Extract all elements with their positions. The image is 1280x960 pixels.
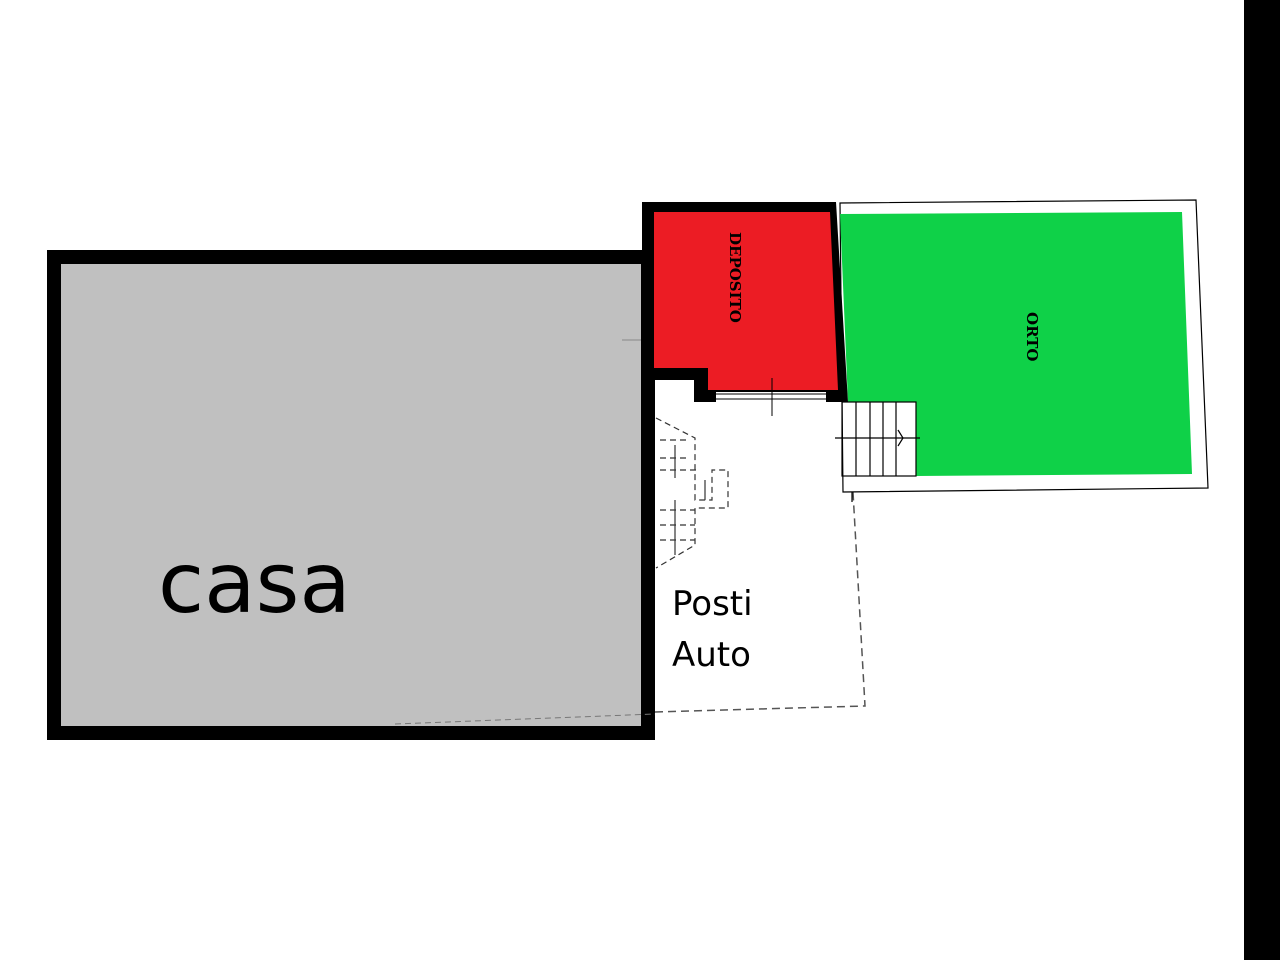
orto-label: ORTO xyxy=(1023,312,1041,362)
stair-marks xyxy=(660,439,706,555)
posti-label: Posti xyxy=(672,584,753,624)
casa-fill xyxy=(61,264,641,726)
casa-label: casa xyxy=(158,534,351,632)
casa-room: casa xyxy=(47,250,655,740)
auto-label: Auto xyxy=(672,635,751,675)
door xyxy=(716,378,826,416)
orto-fill xyxy=(840,212,1192,476)
orto-room: ORTO xyxy=(835,199,1209,502)
deposito-fill xyxy=(654,212,838,390)
deposito-label: DEPOSITO xyxy=(726,232,744,323)
stairs xyxy=(835,401,920,502)
deposito-room: DEPOSITO xyxy=(642,202,848,740)
side-bar xyxy=(1244,0,1280,960)
stair-outline-dashed xyxy=(655,417,729,569)
posti-auto-area: Posti Auto xyxy=(654,417,866,713)
